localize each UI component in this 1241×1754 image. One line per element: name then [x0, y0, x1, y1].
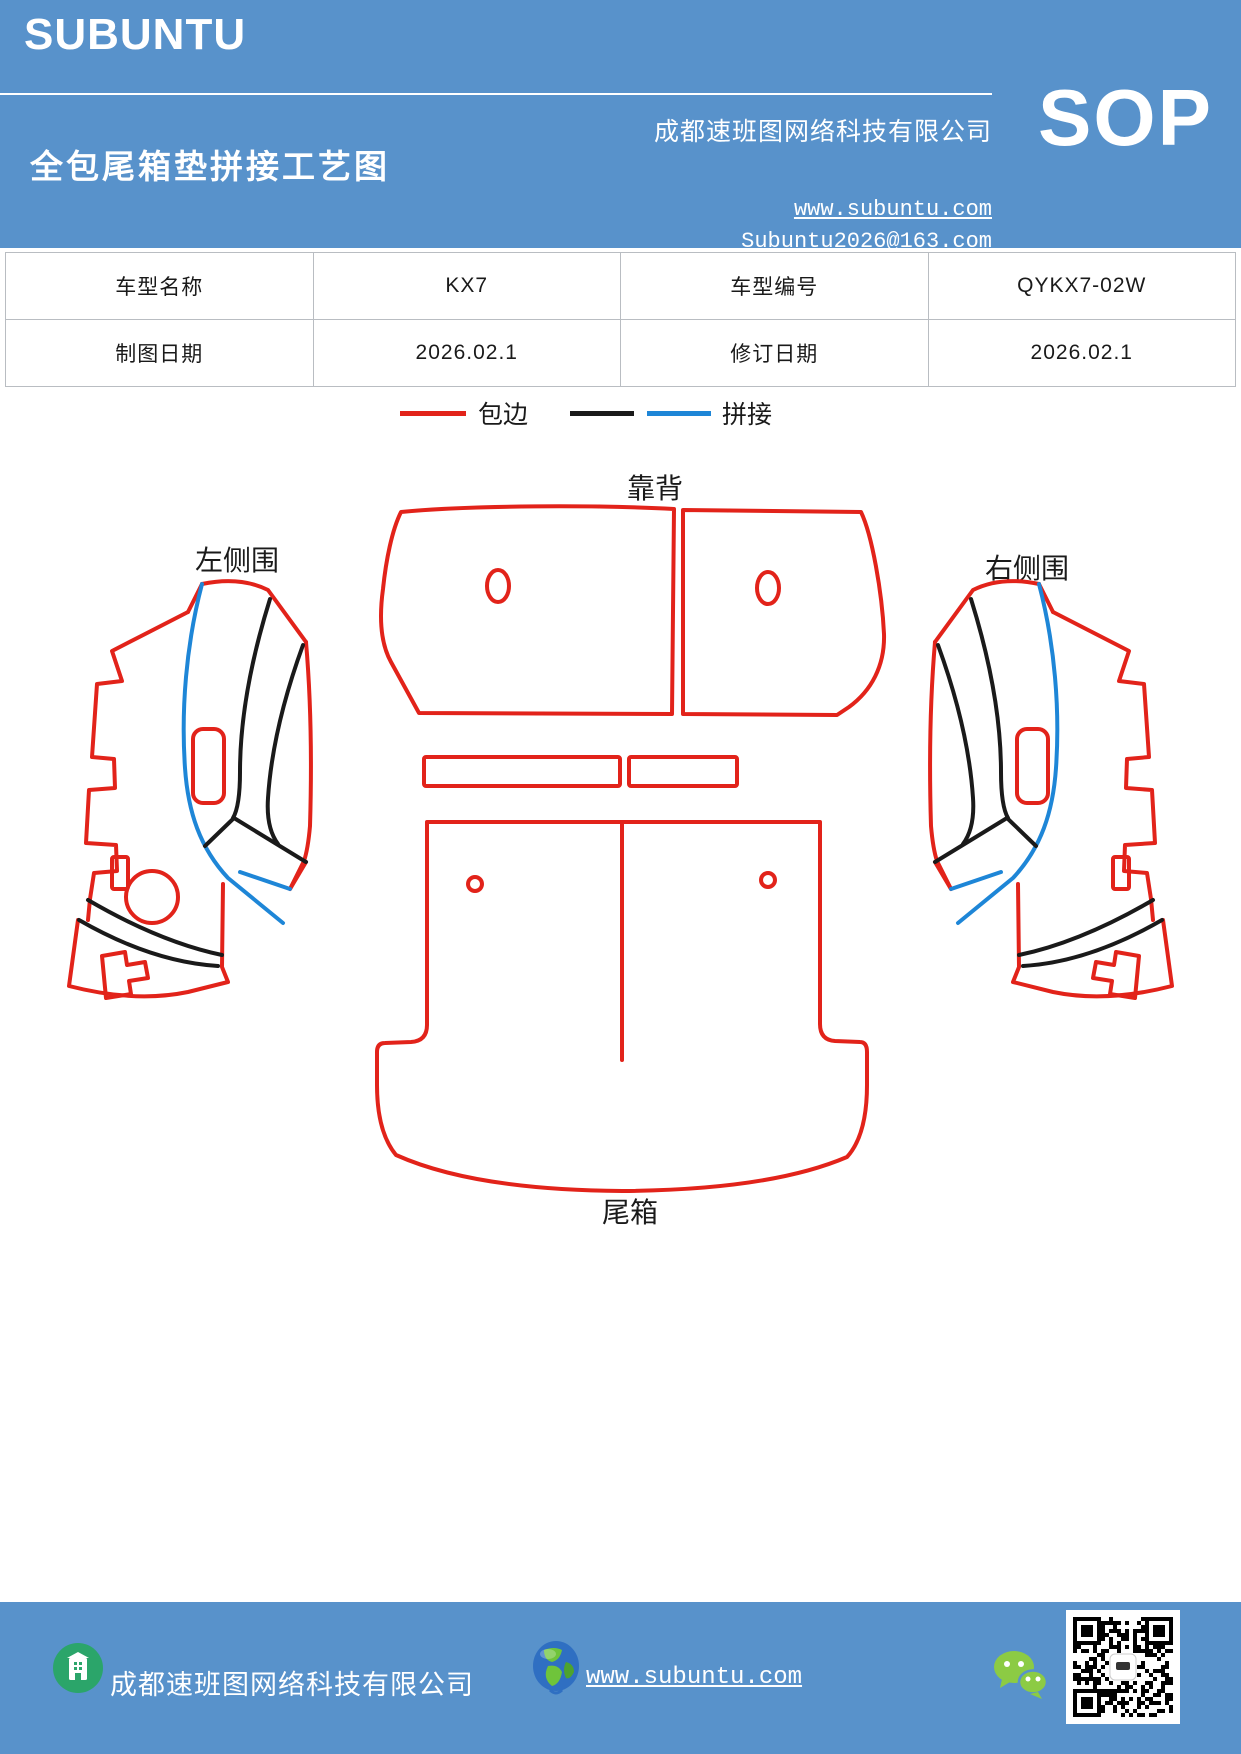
building-icon [53, 1643, 103, 1693]
right-side-label: 右侧围 [985, 553, 1069, 584]
header-email[interactable]: Subuntu2026@163.com [741, 229, 992, 254]
edge-label: 包边 [478, 401, 529, 429]
draw-date-value: 2026.02.1 [312, 319, 621, 387]
left-side-panel [67, 579, 313, 1000]
model-name-label: 车型名称 [5, 252, 314, 320]
model-name-value: KX7 [312, 252, 621, 320]
right-side-panel [928, 579, 1174, 1000]
backrest-left-piece [379, 504, 676, 716]
brand-logo: SUBUNTU [24, 10, 247, 59]
splice-black-swatch [570, 410, 635, 416]
footer-website-link[interactable]: www.subuntu.com [586, 1664, 802, 1691]
qr-code [1066, 1610, 1180, 1724]
footer-company-name: 成都速班图网络科技有限公司 [110, 1670, 474, 1700]
footer-website-text[interactable]: www.subuntu.com [586, 1664, 803, 1691]
wechat-icon [994, 1651, 1049, 1699]
page-title: 全包尾箱垫拼接工艺图 [30, 148, 390, 185]
header-divider [0, 93, 992, 95]
website-link-text[interactable]: www.subuntu.com [793, 197, 992, 222]
edge-color-swatch [400, 410, 466, 416]
doc-type-label: SOP [1038, 73, 1213, 162]
model-code-value: QYKX7-02W [927, 252, 1236, 320]
header: SUBUNTU 全包尾箱垫拼接工艺图 成都速班图网络科技有限公司 www.sub… [0, 0, 1241, 254]
backrest-label: 靠背 [627, 473, 683, 504]
header-company-name: 成都速班图网络科技有限公司 [653, 118, 992, 146]
splice-label: 拼接 [722, 401, 773, 429]
table-row: 制图日期 2026.02.1 修订日期 2026.02.1 [5, 319, 1236, 387]
left-panel-hole [124, 869, 180, 925]
left-side-label: 左侧围 [195, 545, 279, 576]
model-code-label: 车型编号 [620, 252, 929, 320]
footer: 成都速班图网络科技有限公司 www.subuntu.com [0, 1602, 1241, 1754]
globe-icon [533, 1641, 579, 1695]
vehicle-info-table: 车型名称 KX7 车型编号 QYKX7-02W 制图日期 2026.02.1 修… [5, 252, 1236, 387]
line-legend: 包边 拼接 [400, 398, 773, 429]
splice-blue-swatch [647, 410, 712, 416]
trunk-piece [375, 820, 869, 1193]
revise-date-value: 2026.02.1 [927, 319, 1236, 387]
revise-date-label: 修订日期 [620, 319, 929, 387]
header-website-link[interactable]: www.subuntu.com [560, 197, 992, 222]
trunk-label: 尾箱 [602, 1197, 658, 1228]
middle-strips [422, 755, 739, 788]
draw-date-label: 制图日期 [5, 319, 314, 387]
table-row: 车型名称 KX7 车型编号 QYKX7-02W [5, 252, 1236, 320]
backrest-right-piece [681, 508, 887, 717]
